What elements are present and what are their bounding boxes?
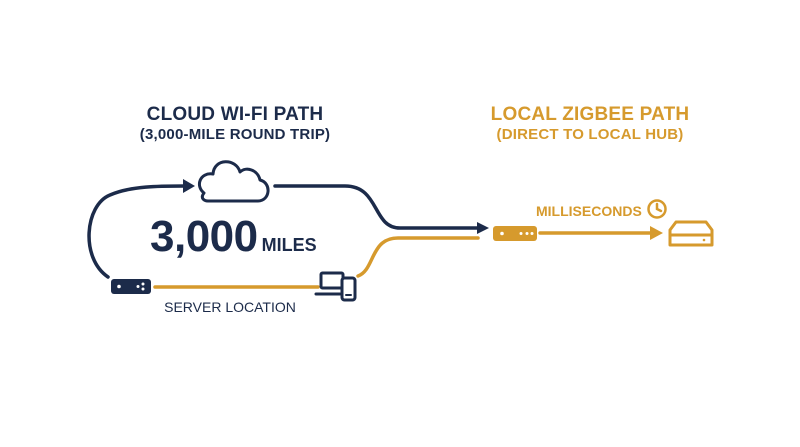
distance-unit: MILES <box>261 235 317 255</box>
server-location-label: SERVER LOCATION <box>164 299 296 315</box>
hub-icon <box>668 220 714 247</box>
cloud-path-arrow <box>183 179 195 193</box>
cloud-path-line <box>87 184 187 279</box>
router-arrow <box>477 222 489 234</box>
zigbee-path-arrow <box>650 226 663 240</box>
distance-number: 3,000 <box>150 212 258 261</box>
cloud-path-subtitle: (3,000-MILE ROUND TRIP) <box>139 126 331 143</box>
cloud-to-router-line <box>273 184 480 230</box>
cloud-path-title: CLOUD WI-FI PATH <box>146 104 324 125</box>
zigbee-path-title: LOCAL ZIGBEE PATH <box>490 104 690 125</box>
zigbee-path-subtitle: (DIRECT TO LOCAL HUB) <box>496 126 684 143</box>
router-icon <box>111 279 151 294</box>
zigbee-router-icon <box>493 226 537 241</box>
devices-icon <box>314 271 357 302</box>
cloud-icon <box>197 160 270 203</box>
device-to-router-line <box>356 236 480 278</box>
clock-icon <box>647 199 667 219</box>
latency-label: MILLISECONDS <box>536 203 642 219</box>
